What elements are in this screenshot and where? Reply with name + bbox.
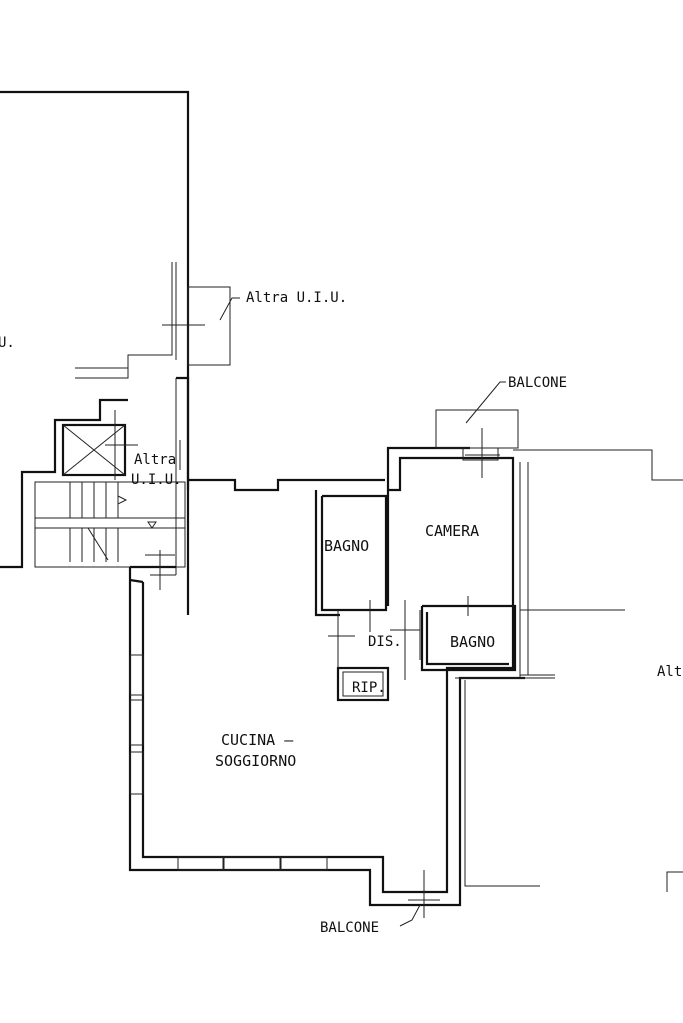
label-camera: CAMERA — [425, 522, 479, 540]
balcony-top — [435, 381, 519, 449]
label-altra-stair-line1: Altra — [134, 452, 176, 468]
label-dis: DIS. — [368, 634, 402, 650]
neighbour-unit-outline — [0, 90, 231, 569]
apartment-walls — [128, 446, 525, 907]
label-altra-uiu-left-fragment: U. — [0, 335, 15, 351]
label-cucina: CUCINA – — [221, 731, 294, 749]
neighbour-unit-right — [455, 449, 683, 892]
label-balcone-top: BALCONE — [508, 375, 567, 391]
label-bagno-right: BAGNO — [450, 633, 495, 651]
label-balcone-bottom: BALCONE — [320, 920, 379, 936]
label-altra-uiu-top: Altra U.I.U. — [246, 290, 347, 306]
windows — [129, 428, 500, 918]
stairwell — [34, 376, 190, 575]
label-rip: RIP. — [352, 680, 386, 696]
altra-uiu-leader — [219, 297, 240, 321]
label-bagno-left: BAGNO — [324, 537, 369, 555]
balcone-bottom-leader — [399, 904, 421, 927]
label-altra-right-fragment: Altr — [657, 664, 683, 680]
label-soggiorno: SOGGIORNO — [215, 752, 296, 770]
label-altra-stair-line2: U.I.U. — [131, 472, 182, 488]
